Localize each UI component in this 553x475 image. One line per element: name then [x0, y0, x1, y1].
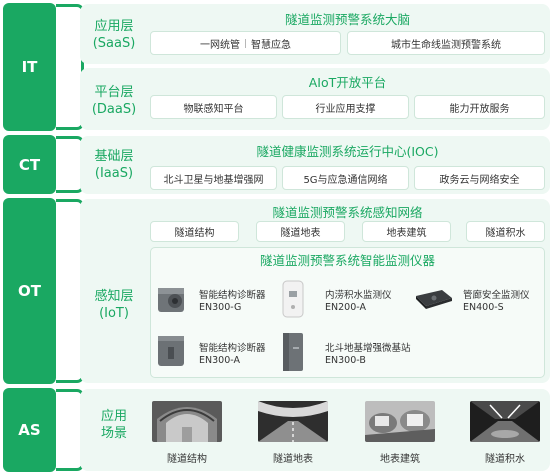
- iaas-layer-name: 基础层 (IaaS): [82, 148, 146, 182]
- saas-box-unified: 一网统管 智慧应急: [150, 31, 341, 55]
- iot-network-title: 隧道监测预警系统感知网络: [272, 205, 423, 220]
- saas-box1-b: 智慧应急: [251, 39, 291, 51]
- iaas-title: 隧道健康监测系统运行中心(IOC): [256, 144, 439, 159]
- iot-network-box-3: 地表建筑: [362, 221, 451, 242]
- scene-2-label: 隧道地表: [273, 454, 313, 465]
- scene-1-label: 隧道结构: [167, 454, 207, 465]
- scenes-name-2: 场景: [100, 426, 127, 441]
- saas-layer-name: 应用层 (SaaS): [82, 18, 146, 52]
- device-3-label: 管廊安全监测仪 EN400-S: [463, 290, 530, 314]
- device-3-model: EN400-S: [463, 302, 504, 313]
- device-2-name: 内涝积水监测仪: [325, 290, 392, 301]
- device-4-label: 智能结构诊断器 EN300-A: [199, 343, 266, 367]
- tunnel-construction-photo: [152, 401, 222, 442]
- device-5-name: 北斗地基增强微基站: [325, 343, 411, 354]
- scenes-name-1: 应用: [100, 409, 127, 424]
- tier-it-label: IT: [3, 3, 56, 131]
- iot-layer-name: 感知层 (IoT): [82, 288, 146, 322]
- device-1-name: 智能结构诊断器: [199, 290, 266, 301]
- iot-network-box-2: 隧道地表: [256, 221, 345, 242]
- iot-sub: (IoT): [99, 306, 129, 321]
- iot-network-box-4: 隧道积水: [466, 221, 545, 242]
- iaas-box-3: 政务云与网络安全: [414, 166, 545, 190]
- iaas-box-2: 5G与应急通信网络: [282, 166, 409, 190]
- iaas-sub: (IaaS): [94, 166, 134, 181]
- daas-title: AIoT开放平台: [308, 75, 387, 90]
- device-1-label: 智能结构诊断器 EN300-G: [199, 290, 266, 314]
- daas-box-1: 物联感知平台: [150, 95, 277, 119]
- separator: [245, 38, 246, 48]
- iot-network-box-1: 隧道结构: [150, 221, 239, 242]
- tier-ot-label: OT: [3, 198, 56, 384]
- iot-instrument-title: 隧道监测预警系统智能监测仪器: [259, 253, 435, 268]
- saas-title: 隧道监测预警系统大脑: [284, 12, 410, 27]
- surface-building-photo: [365, 401, 435, 442]
- daas-name: 平台层: [94, 85, 134, 100]
- scene-3-label: 地表建筑: [380, 454, 420, 465]
- black-box-sensor-icon: [412, 288, 454, 310]
- iot-name: 感知层: [94, 289, 134, 304]
- scene-4-label: 隧道积水: [485, 454, 525, 465]
- saas-box-lifeline: 城市生命线监测预警系统: [347, 31, 545, 55]
- device-2-model: EN200-A: [325, 302, 366, 313]
- tier-ct-label: CT: [3, 135, 56, 194]
- device-4-model: EN300-A: [199, 355, 240, 366]
- iaas-box-1: 北斗卫星与地基增强网: [150, 166, 277, 190]
- tier-as-label: AS: [3, 388, 56, 472]
- device-2-label: 内涝积水监测仪 EN200-A: [325, 290, 392, 314]
- scenes-layer-name: 应用 场景: [82, 408, 146, 442]
- gray-cylinder-sensor-icon: [155, 282, 187, 316]
- device-4-name: 智能结构诊断器: [199, 343, 266, 354]
- iaas-name: 基础层: [94, 149, 134, 164]
- saas-name: 应用层: [94, 19, 134, 34]
- daas-box-2: 行业应用支撑: [282, 95, 409, 119]
- tunnel-road-photo: [258, 401, 328, 442]
- gray-box-sensor-icon: [155, 333, 187, 369]
- device-5-model: EN300-B: [325, 355, 366, 366]
- device-1-model: EN300-G: [199, 302, 242, 313]
- daas-layer-name: 平台层 (DaaS): [82, 84, 146, 118]
- tunnel-water-photo: [470, 401, 540, 442]
- daas-sub: (DaaS): [91, 102, 137, 117]
- gray-cabinet-station-icon: [281, 331, 305, 373]
- device-3-name: 管廊安全监测仪: [463, 290, 530, 301]
- daas-box-3: 能力开放服务: [414, 95, 545, 119]
- saas-sub: (SaaS): [92, 36, 136, 51]
- instrument-panel: [150, 247, 545, 378]
- saas-box1-a: 一网统管: [200, 39, 240, 51]
- white-tower-sensor-icon: [281, 279, 305, 319]
- tier-it-bracket: [56, 4, 84, 130]
- device-5-label: 北斗地基增强微基站 EN300-B: [325, 343, 411, 367]
